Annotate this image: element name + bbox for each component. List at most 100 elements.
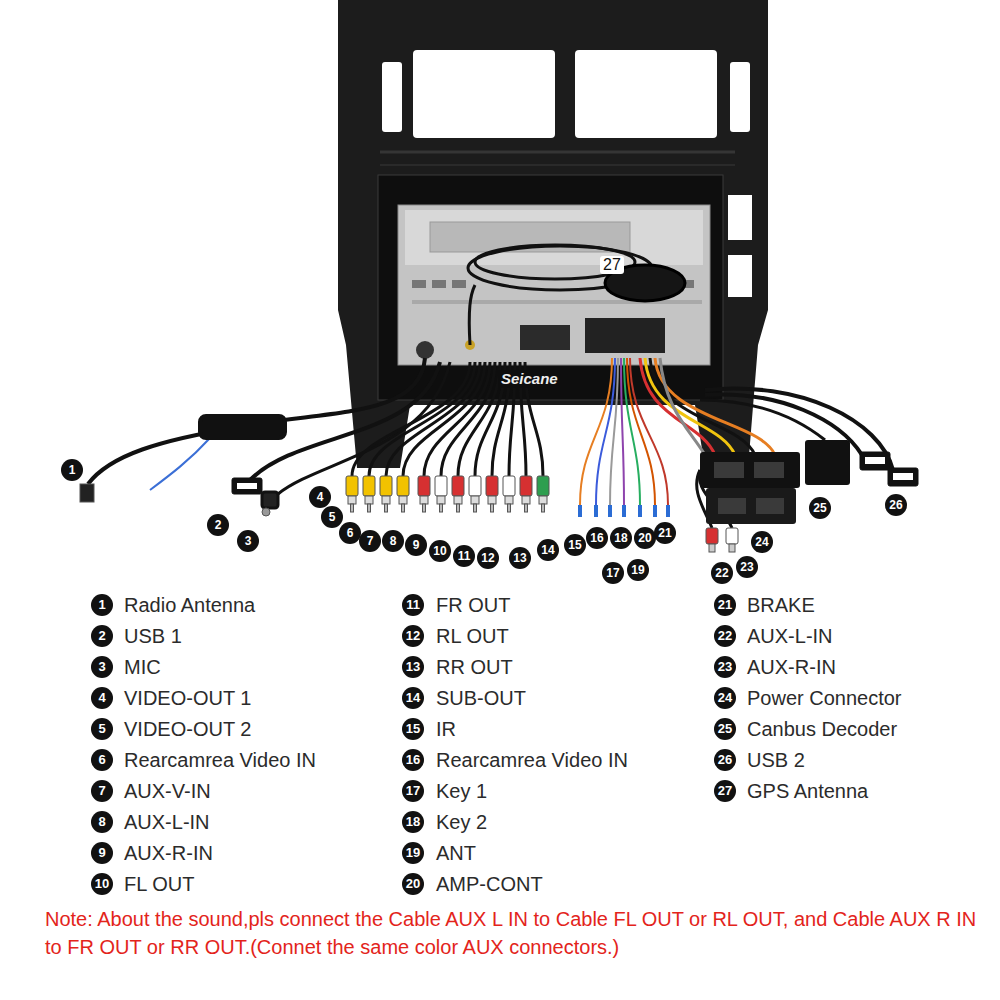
callout-number: 17	[602, 562, 624, 584]
usb-cable	[237, 483, 257, 489]
key-number: 22	[714, 625, 736, 647]
key-text: MIC	[124, 655, 161, 679]
rca-plug	[454, 496, 462, 504]
key-number: 7	[91, 780, 113, 802]
key-number: 19	[402, 842, 424, 864]
rca-plug	[351, 504, 354, 512]
signal-wires	[621, 358, 624, 505]
head-unit	[452, 280, 466, 288]
power-connector	[700, 452, 800, 488]
callout-number: 11	[453, 545, 475, 567]
power-harness	[650, 358, 755, 455]
rca-plug	[542, 504, 545, 512]
head-unit	[398, 205, 710, 365]
key-text: AUX-L-IN	[124, 810, 210, 834]
radio-antenna-cable	[88, 358, 425, 484]
key-number: 6	[91, 749, 113, 771]
callout-number: 8	[382, 530, 404, 552]
power-connector	[754, 462, 784, 478]
rca-cables	[441, 362, 495, 476]
key-text: AMP-CONT	[436, 872, 543, 896]
callout-number: 3	[237, 530, 259, 552]
wire-terminal	[638, 505, 642, 517]
head-unit	[398, 205, 710, 365]
rca-plug	[505, 496, 513, 504]
mic-cable	[262, 492, 278, 508]
power-connector	[756, 498, 784, 514]
callout-number: 4	[309, 486, 331, 508]
key-text: Rearcamrea Video IN	[436, 748, 628, 772]
key-text: Rearcamrea Video IN	[124, 748, 316, 772]
key-text: VIDEO-OUT 2	[124, 717, 251, 741]
key-text: Canbus Decoder	[747, 717, 897, 741]
key-number: 13	[402, 656, 424, 678]
rca-plug	[397, 476, 409, 496]
gps-antenna	[475, 245, 635, 279]
callout-number: 19	[627, 559, 649, 581]
rca-plug	[363, 476, 375, 496]
usb-cable	[865, 457, 885, 464]
key-number: 11	[402, 594, 424, 616]
key-number: 15	[402, 718, 424, 740]
wire-terminal	[653, 505, 657, 517]
rca-plug	[452, 476, 464, 496]
dash-bezel	[730, 62, 750, 132]
dash-bezel	[338, 0, 768, 468]
callout-number: 18	[610, 527, 632, 549]
radio-antenna-cable	[150, 438, 210, 490]
gps-antenna	[469, 285, 475, 345]
key-text: AUX-V-IN	[124, 779, 211, 803]
rca-plug	[346, 476, 358, 496]
usb-cable	[705, 394, 862, 455]
key-number: 27	[714, 780, 736, 802]
head-unit	[520, 325, 570, 350]
key-text: AUX-L-IN	[747, 624, 833, 648]
rca-plug	[423, 504, 426, 512]
key-number: 23	[714, 656, 736, 678]
key-number: 26	[714, 749, 736, 771]
key-number: 25	[714, 718, 736, 740]
callout-number: 10	[429, 540, 451, 562]
rca-cables	[352, 362, 470, 476]
wire-terminal	[578, 505, 670, 517]
rca-plug	[491, 504, 494, 512]
head-unit	[416, 341, 434, 359]
callout-number: 12	[477, 547, 499, 569]
callout-number: 1	[61, 459, 83, 481]
dash-bezel	[728, 255, 752, 297]
rca-plug	[706, 528, 718, 544]
power-connector	[706, 488, 796, 524]
signal-wires	[610, 358, 618, 505]
key-text: FL OUT	[124, 872, 194, 896]
key-text: Key 2	[436, 810, 487, 834]
head-unit	[585, 318, 665, 353]
dash-bezel	[413, 50, 555, 138]
key-number: 21	[714, 594, 736, 616]
radio-antenna-cable	[80, 484, 94, 502]
key-number: 17	[402, 780, 424, 802]
callout-number: 21	[654, 522, 676, 544]
rca-plug	[382, 496, 390, 504]
dash-bezel	[575, 50, 717, 138]
usb-cable	[705, 388, 893, 470]
usb-cable	[705, 388, 918, 486]
key-text: ANT	[436, 841, 476, 865]
wire-terminal	[622, 505, 626, 517]
key-number: 9	[91, 842, 113, 864]
rca-plug	[402, 504, 405, 512]
callout-number: 23	[736, 556, 758, 578]
callout-number: 9	[405, 534, 427, 556]
key-number: 12	[402, 625, 424, 647]
dash-bezel	[382, 62, 402, 132]
rca-plug	[486, 476, 498, 496]
key-number: 10	[91, 873, 113, 895]
usb-cable	[232, 478, 262, 494]
key-number: 16	[402, 749, 424, 771]
usb-cable	[232, 362, 440, 494]
wire-terminal	[578, 505, 582, 517]
rca-plug	[488, 496, 496, 504]
rca-plug	[709, 544, 715, 552]
rca-plug	[420, 496, 428, 504]
key-text: IR	[436, 717, 456, 741]
key-text: BRAKE	[747, 593, 815, 617]
